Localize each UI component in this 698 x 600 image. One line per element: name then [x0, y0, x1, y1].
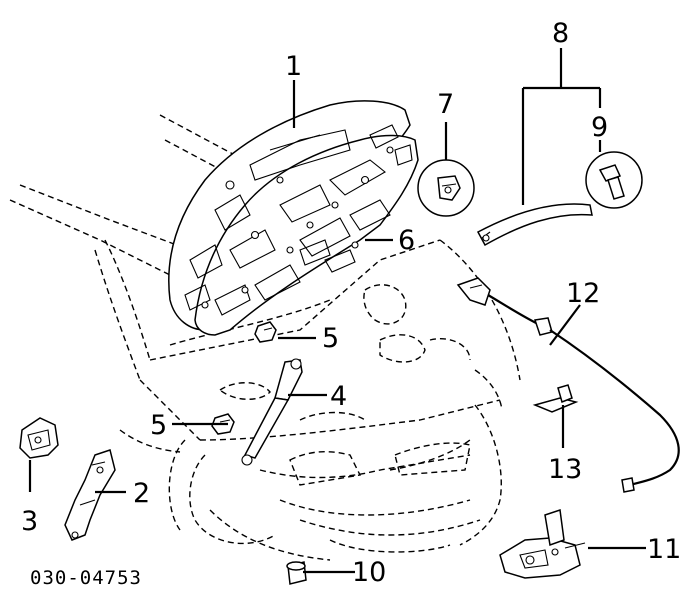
callout-11: 11 — [647, 534, 681, 565]
diagram-code: 030-04753 — [30, 567, 142, 589]
callout-2: 2 — [133, 478, 150, 509]
car-body-outline — [9, 114, 521, 561]
callout-labels: 1 2 3 4 5 5 6 7 8 9 10 11 12 13 — [21, 18, 681, 588]
callout-9: 9 — [591, 112, 608, 143]
hood-assembly — [168, 100, 419, 336]
hood-strut — [241, 358, 303, 466]
callout-6: 6 — [398, 225, 415, 256]
ball-stud-upper — [254, 321, 277, 343]
callout-3: 3 — [21, 506, 38, 537]
leader-lines — [28, 48, 646, 574]
callout-4: 4 — [330, 381, 347, 412]
callout-8: 8 — [552, 18, 569, 49]
hood-release-cable — [456, 277, 680, 493]
hood-hinge-bracket — [64, 449, 116, 541]
callout-5-lower: 5 — [150, 410, 167, 441]
clip-7-detail — [417, 159, 475, 217]
callout-5-upper: 5 — [322, 323, 339, 354]
callout-13: 13 — [548, 454, 582, 485]
callout-7: 7 — [437, 89, 454, 120]
hood-seal-strip — [476, 203, 593, 247]
hood-bumper — [286, 561, 307, 585]
callout-1: 1 — [285, 51, 302, 82]
bolt-9-detail — [585, 151, 643, 209]
hood-lock — [499, 509, 586, 579]
hood-hinge-upper — [19, 417, 59, 459]
callout-12: 12 — [566, 278, 600, 309]
callout-10: 10 — [352, 557, 386, 588]
cable-clamp — [532, 384, 579, 413]
